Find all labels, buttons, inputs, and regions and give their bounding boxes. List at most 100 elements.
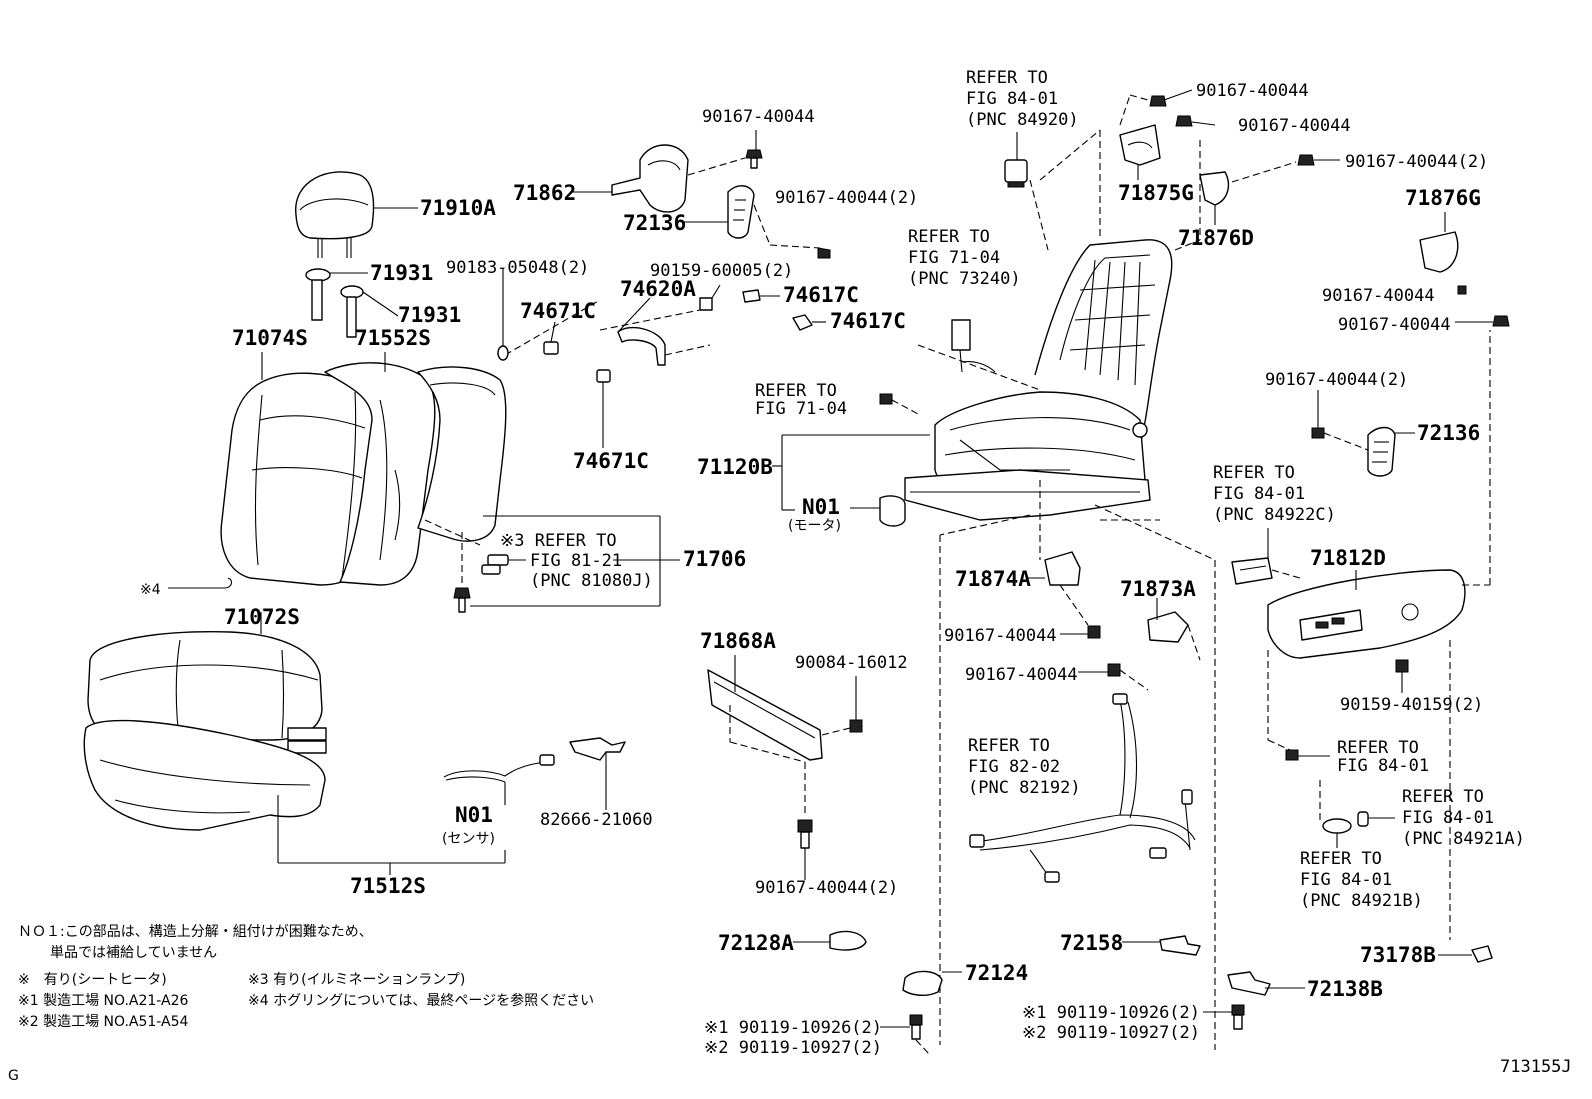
ref-84921A-line2: FIG 84-01 [1402, 808, 1494, 828]
ref-82192-line1: REFER TO [968, 736, 1050, 756]
label-71931-lower: 71931 [398, 303, 461, 327]
label-74620A: 74620A [620, 277, 696, 301]
label-73178B: 73178B [1360, 943, 1436, 967]
handle-74620A-drawing [599, 297, 711, 366]
note-mark: ※ 有り(シートヒータ) [18, 972, 167, 988]
label-71862: 71862 [513, 181, 576, 205]
label-90167-top: 90167-40044 [702, 107, 815, 127]
label-90167-m1: 90167-40044 [944, 626, 1057, 646]
upper-screw-drawing [497, 268, 509, 361]
seat-back-board-drawing [417, 299, 601, 546]
label-71910A: 71910A [420, 196, 496, 220]
label-71120B: 71120B [697, 455, 773, 479]
note-mark-3: ※3 有り(イルミネーションランプ) [248, 972, 465, 988]
label-bolt-left-1: ※1 90119-10926(2) [704, 1018, 882, 1038]
part-72158-drawing [1122, 935, 1201, 956]
switch-84922C-drawing [1231, 528, 1301, 585]
diagram-code: 713155J [1500, 1057, 1572, 1077]
ref-81-21-line3: (PNC 81080J) [530, 571, 653, 591]
label-71876D: 71876D [1178, 226, 1254, 250]
label-71931-upper: 71931 [370, 261, 433, 285]
cap-73178B-drawing [1438, 945, 1493, 963]
label-90167-2-bottom: 90167-40044(2) [755, 878, 898, 898]
side-cover-71812D-drawing [1267, 330, 1491, 940]
label-72136-right: 72136 [1417, 421, 1480, 445]
ref-84-01-bolt-line2: FIG 84-01 [1337, 756, 1429, 776]
note-n01-line1: ＮＯ１:この部品は、構造上分解・組付けが困難なため、 [18, 924, 373, 940]
seat-heater-sensor-drawing [443, 754, 555, 805]
label-90084: 90084-16012 [795, 653, 908, 673]
ref-73240-line2: FIG 71-04 [908, 248, 1000, 268]
wire-harness-drawing [969, 693, 1196, 883]
bolt-71-04-drawing [879, 393, 921, 416]
ref-84921B-line1: REFER TO [1300, 849, 1382, 869]
seat-back-pad-drawing [324, 352, 436, 586]
ref-84922C-line1: REFER TO [1213, 463, 1295, 483]
label-71072S: 71072S [224, 605, 300, 629]
bracket-72136-right-drawing [1311, 390, 1415, 477]
ref-73240-line3: (PNC 73240) [908, 269, 1021, 289]
label-74671C-lower: 74671C [573, 449, 649, 473]
ref-82192-line2: FIG 82-02 [968, 757, 1060, 777]
headrest-guide-drawing [305, 268, 399, 338]
note-mark-2: ※2 製造工場 NO.A51-A54 [18, 1014, 189, 1030]
label-90167-m2: 90167-40044 [965, 665, 1078, 685]
label-bolt-left-2: ※2 90119-10927(2) [704, 1038, 882, 1058]
label-bolt-right-2: ※2 90119-10927(2) [1022, 1023, 1200, 1043]
label-90183: 90183-05048(2) [446, 258, 589, 278]
hinge-cover-71876D-drawing [1199, 154, 1340, 225]
label-n01-motor: N01 [802, 495, 840, 519]
hog-ring-drawing [168, 577, 233, 589]
label-72128A: 72128A [718, 931, 794, 955]
part-72128A-drawing [793, 930, 867, 951]
label-n01-sensor-sub: (センサ) [442, 831, 495, 847]
bolt-84-01-drawing [1285, 749, 1330, 761]
label-90167-r4: 90167-40044 [1322, 286, 1435, 306]
ref-84920-line2: FIG 84-01 [966, 89, 1058, 109]
label-n01-motor-sub: (モータ) [788, 518, 841, 534]
label-90167-r5: 90167-40044 [1338, 315, 1451, 335]
ref-84920-line3: (PNC 84920) [966, 110, 1079, 130]
seat-belt-buckle-drawing [917, 319, 1041, 391]
label-bolt-right-1: ※1 90119-10926(2) [1022, 1003, 1200, 1023]
ref-84921A-line1: REFER TO [1402, 787, 1484, 807]
label-82666: 82666-21060 [540, 810, 653, 830]
bracket-72136-top-drawing [684, 185, 821, 249]
label-71875G: 71875G [1118, 181, 1194, 205]
label-71873A: 71873A [1120, 577, 1196, 601]
label-90167-r3: 90167-40044(2) [1345, 152, 1488, 172]
cap-74617C-drawing [699, 284, 826, 331]
ref-84922C-line3: (PNC 84922C) [1213, 505, 1336, 525]
label-71512S: 71512S [350, 874, 426, 898]
ref-84921B-line3: (PNC 84921B) [1300, 891, 1423, 911]
label-74617C-lower: 74617C [830, 309, 906, 333]
bracket-71873A-drawing [1078, 598, 1201, 691]
label-71074S: 71074S [232, 326, 308, 350]
label-71706: 71706 [683, 547, 746, 571]
label-72136-top: 72136 [623, 211, 686, 235]
label-72124: 72124 [965, 961, 1028, 985]
label-90167-r2: 90167-40044 [1238, 116, 1351, 136]
bracket-71874A-drawing [1027, 551, 1101, 639]
label-90167-r6: 90167-40044(2) [1265, 370, 1408, 390]
label-90167-r1: 90167-40044 [1196, 81, 1309, 101]
ref-81-21-line1: ※3 REFER TO [500, 531, 617, 551]
label-74671C-upper: 74671C [520, 299, 596, 323]
label-90167-2-top: 90167-40044(2) [775, 188, 918, 208]
note-mark-1: ※1 製造工場 NO.A21-A26 [18, 993, 189, 1009]
note-mark-4-text: ※4 ホグリングについては、最終ページを参照ください [248, 992, 594, 1009]
label-71876G: 71876G [1405, 186, 1481, 210]
ref-84921A-line3: (PNC 84921A) [1402, 829, 1525, 849]
label-71812D: 71812D [1310, 546, 1386, 570]
ref-84921B-line2: FIG 84-01 [1300, 870, 1392, 890]
seat-back-hinge-cover-drawing [572, 144, 746, 213]
ref-84922C-line2: FIG 84-01 [1213, 484, 1305, 504]
clip-74671C-drawing [543, 321, 611, 448]
ref-81-21-line2: FIG 81-21 [530, 551, 622, 571]
ref-71-04-line1: REFER TO [755, 381, 837, 401]
ref-84920-line1: REFER TO [966, 68, 1048, 88]
hinge-cover-71876G-drawing [1419, 212, 1510, 327]
ref-82192-line3: (PNC 82192) [968, 778, 1081, 798]
label-72158: 72158 [1060, 931, 1123, 955]
